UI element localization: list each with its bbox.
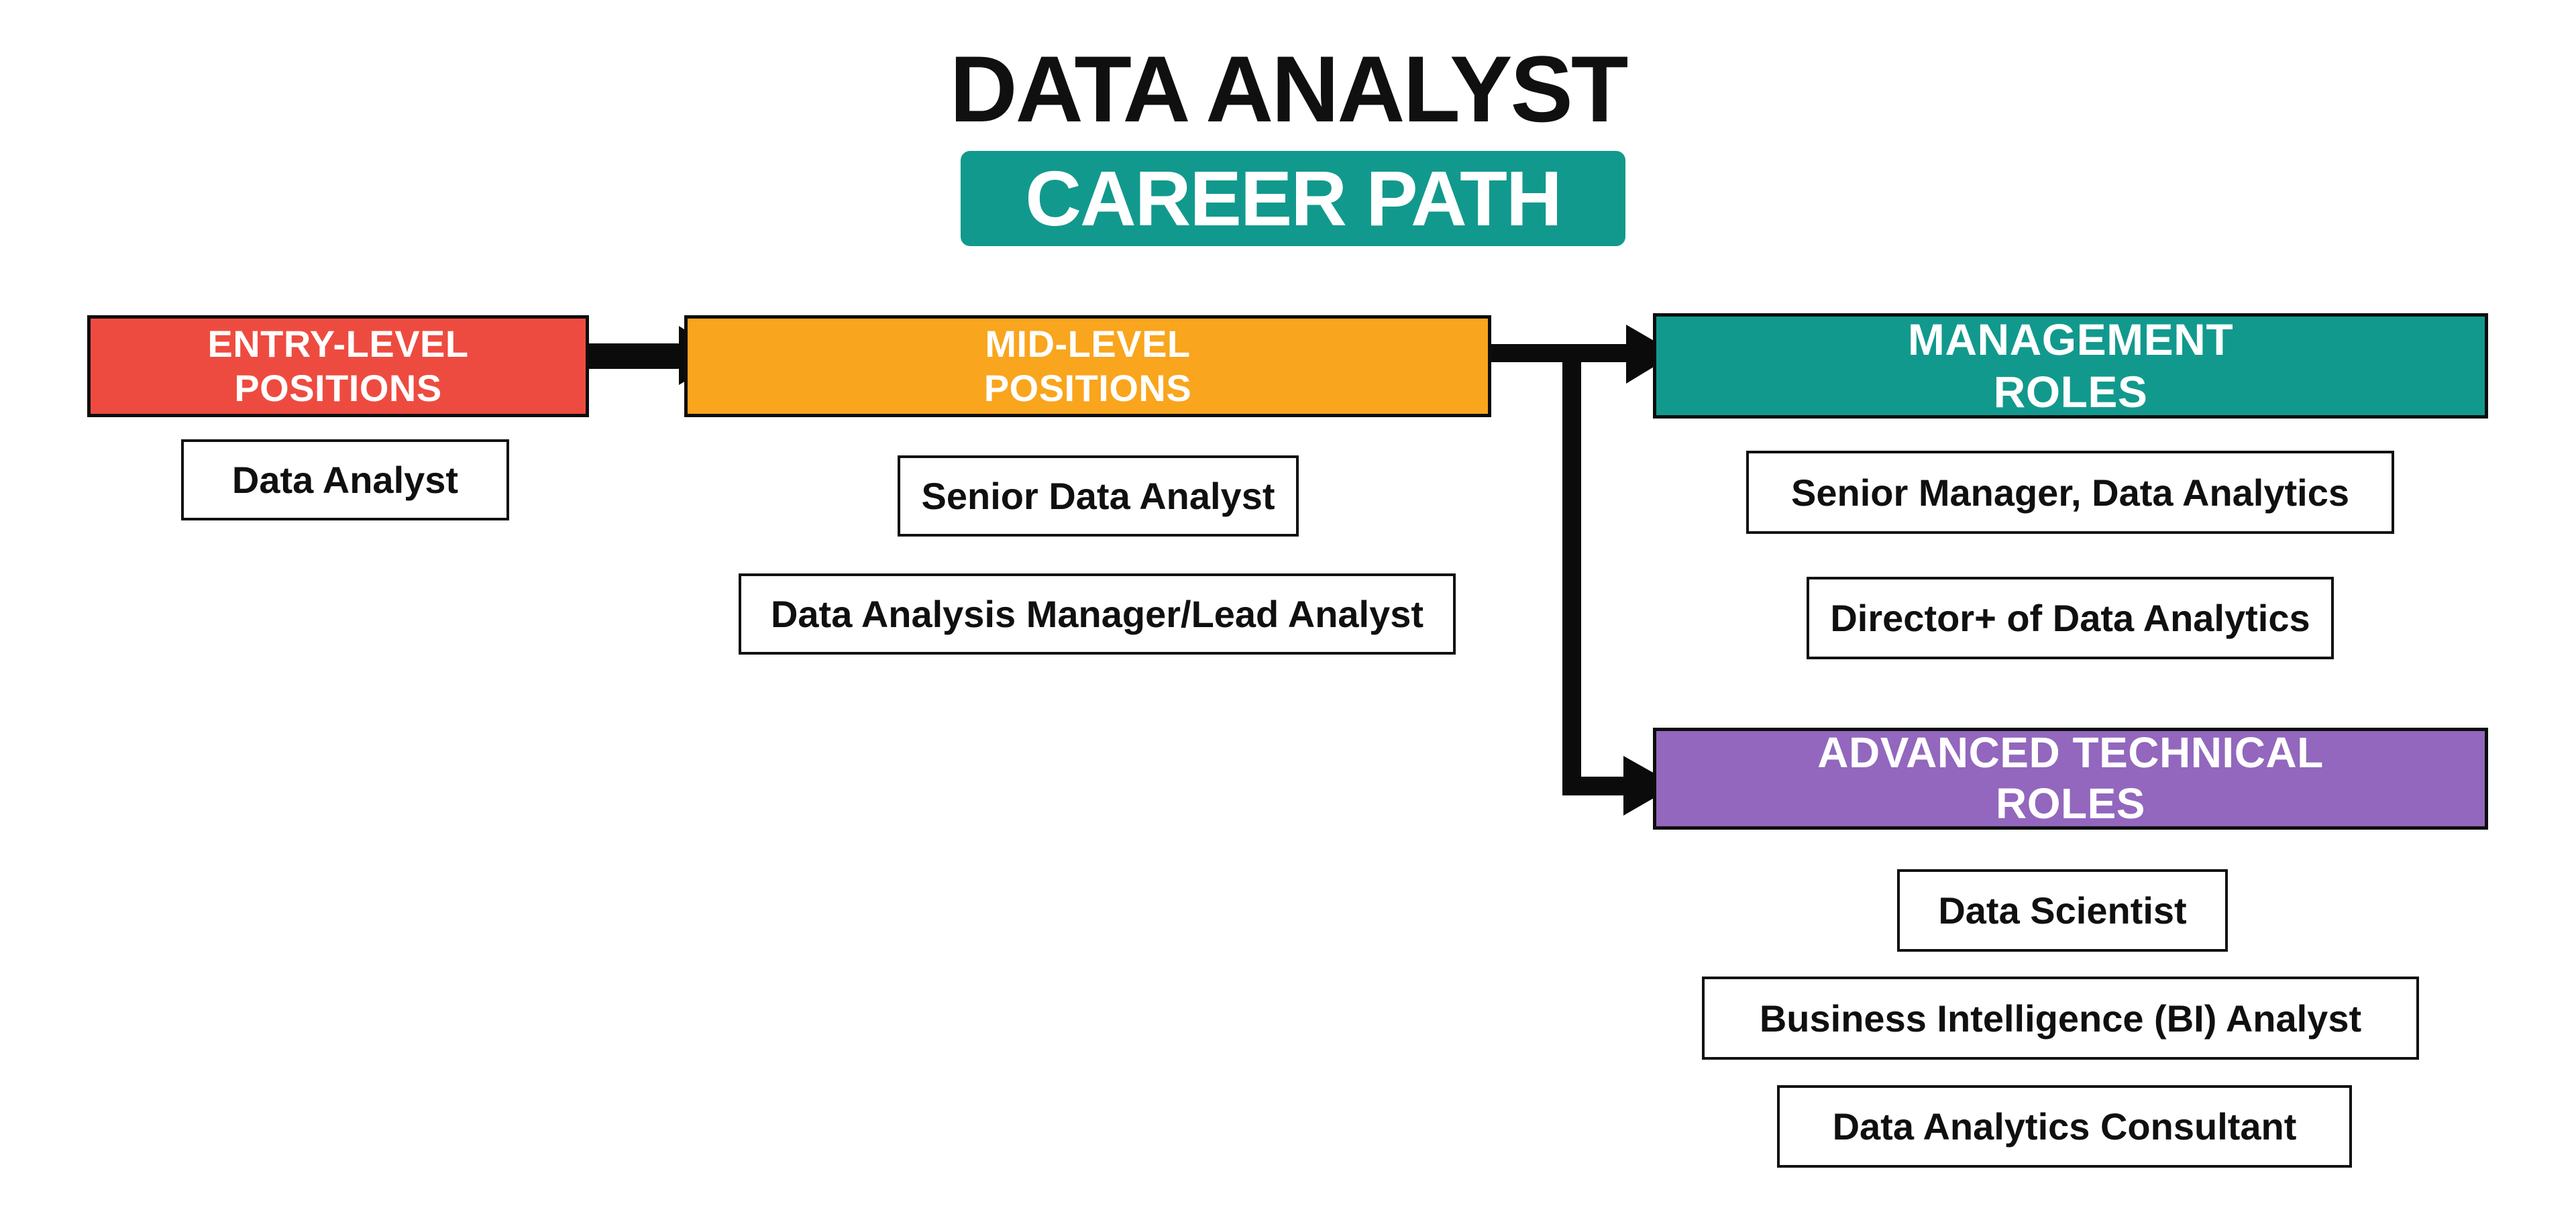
header-mid-level-positions: MID-LEVEL POSITIONS [684,315,1491,417]
role-label: Senior Manager, Data Analytics [1791,471,2349,514]
role-label: Business Intelligence (BI) Analyst [1759,997,2362,1040]
role-label: Data Analyst [231,459,459,501]
role-box-data-analytics-consultant: Data Analytics Consultant [1777,1085,2352,1168]
arrow-mid-to-management [1491,325,1676,384]
role-box-business-intelligence-analyst: Business Intelligence (BI) Analyst [1702,977,2419,1060]
header-advanced-technical-roles: ADVANCED TECHNICAL ROLES [1653,728,2488,830]
career-path-badge-label: CAREER PATH [1025,155,1562,242]
role-label: Data Scientist [1938,889,2187,932]
career-path-badge: CAREER PATH [961,151,1625,246]
role-box-data-analyst: Data Analyst [181,439,509,520]
role-box-senior-data-analyst: Senior Data Analyst [898,455,1299,537]
role-box-senior-manager-data-analytics: Senior Manager, Data Analytics [1746,451,2394,534]
page-title: DATA ANALYST [949,36,1629,142]
header-entry-line1: ENTRY-LEVEL [207,322,469,365]
header-management-line2: ROLES [1993,366,2148,416]
header-mid-line1: MID-LEVEL [985,322,1191,365]
header-advanced-line2: ROLES [1996,779,2145,828]
role-box-data-scientist: Data Scientist [1897,869,2228,952]
header-management-line1: MANAGEMENT [1907,314,2234,364]
arrow-branch-line [1562,344,1581,795]
role-box-director-of-data-analytics: Director+ of Data Analytics [1807,577,2334,659]
role-label: Senior Data Analyst [921,475,1275,517]
role-label: Data Analysis Manager/Lead Analyst [770,593,1424,635]
header-mid-line2: POSITIONS [983,367,1192,409]
header-entry-line2: POSITIONS [234,367,442,409]
header-management-roles: MANAGEMENT ROLES [1653,313,2488,419]
role-label: Data Analytics Consultant [1832,1105,2297,1148]
header-advanced-line1: ADVANCED TECHNICAL [1817,728,2324,777]
role-box-data-analysis-manager-lead-analyst: Data Analysis Manager/Lead Analyst [739,573,1456,655]
header-entry-level-positions: ENTRY-LEVEL POSITIONS [87,315,589,417]
role-label: Director+ of Data Analytics [1830,597,2310,639]
